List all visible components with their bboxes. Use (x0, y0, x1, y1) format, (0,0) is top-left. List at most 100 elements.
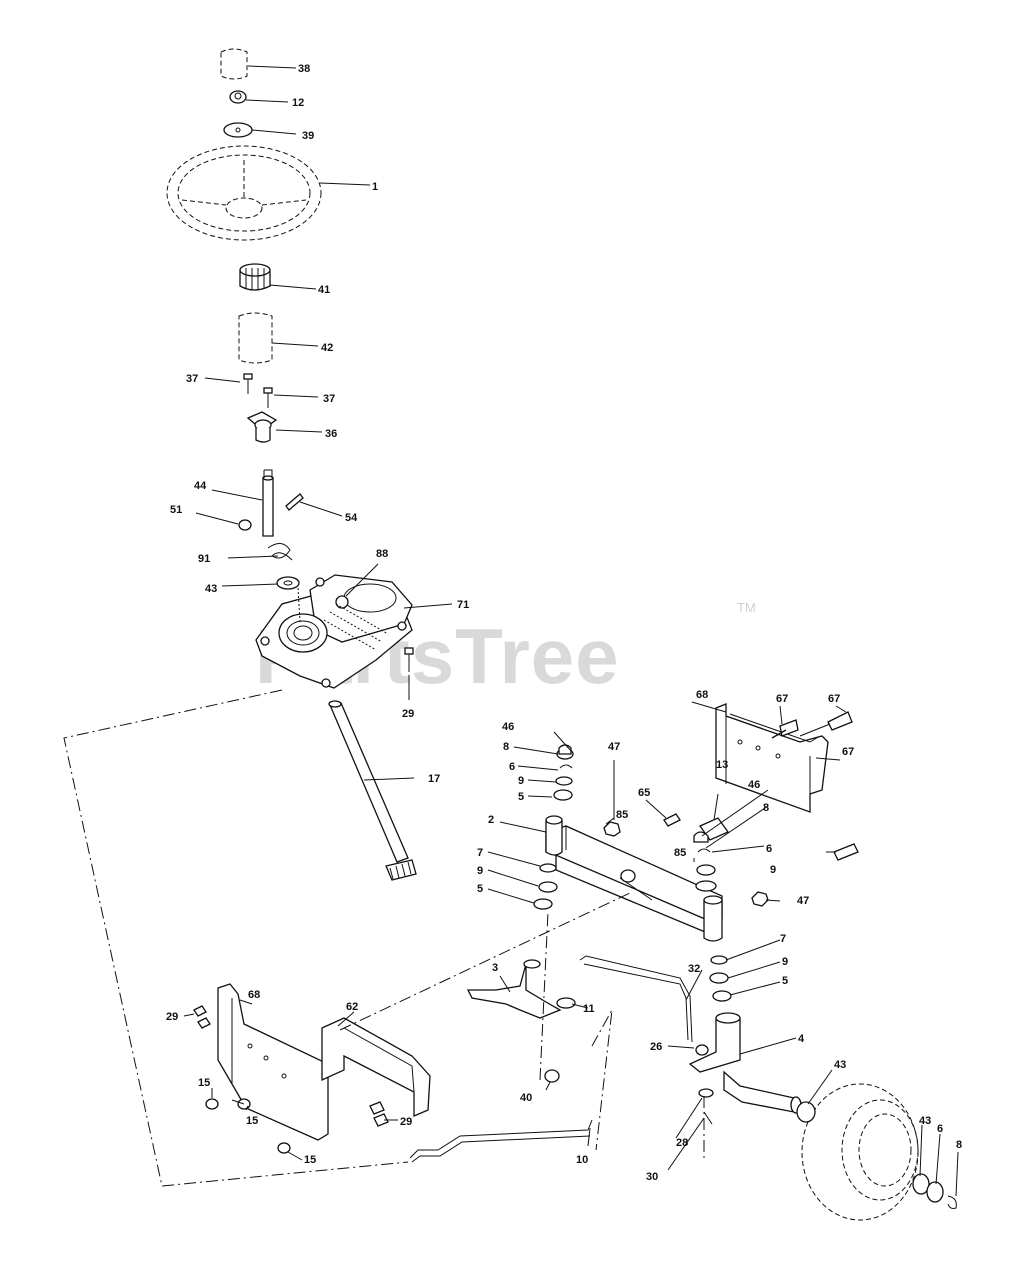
callout-26: 26 (650, 1041, 662, 1053)
part-bracket-left (217, 983, 329, 1141)
callout-8: 8 (956, 1139, 962, 1151)
callout-5: 5 (477, 883, 483, 895)
assembly-phantom-outline (63, 689, 705, 1187)
part-washer (223, 122, 253, 138)
part-brace-62 (321, 1017, 431, 1117)
callout-29: 29 (402, 708, 414, 720)
part-bolt-54 (285, 493, 304, 511)
callout-leader-lines (183, 65, 959, 1197)
callout-5: 5 (518, 791, 524, 803)
callout-15: 15 (246, 1115, 258, 1127)
part-drag-link (328, 700, 417, 881)
callout-38: 38 (298, 63, 310, 75)
part-bracket-right (715, 703, 829, 813)
part-front-wheel (796, 1083, 957, 1221)
callout-3: 3 (492, 962, 498, 974)
part-spindle-left (466, 959, 576, 1019)
callout-7: 7 (780, 933, 786, 945)
callout-91: 91 (198, 553, 210, 565)
callout-65: 65 (638, 787, 650, 799)
callout-47: 47 (797, 895, 809, 907)
callout-1: 1 (372, 181, 378, 193)
callout-5: 5 (782, 975, 788, 987)
watermark-trademark: TM (737, 600, 756, 615)
callout-9: 9 (782, 956, 788, 968)
callout-44: 44 (194, 480, 207, 492)
callout-88: 88 (376, 548, 388, 560)
callout-37: 37 (323, 393, 335, 405)
part-adapter (239, 263, 271, 291)
part-cap (220, 48, 248, 80)
part-bushing (238, 312, 273, 364)
part-bolt-67 (771, 711, 859, 861)
callout-10: 10 (576, 1154, 588, 1166)
part-front-axle (545, 815, 723, 942)
callout-28: 28 (676, 1137, 688, 1149)
part-spindle-right (688, 1012, 802, 1114)
part-washer-28 (698, 1088, 714, 1125)
callout-8: 8 (503, 741, 509, 753)
callout-8: 8 (763, 802, 769, 814)
callout-9: 9 (770, 864, 776, 876)
part-nut (229, 90, 247, 104)
callout-43: 43 (919, 1115, 931, 1127)
callout-71: 71 (457, 599, 469, 611)
callout-67: 67 (828, 693, 840, 705)
part-washer-43 (276, 576, 300, 590)
part-bolt-37 (243, 373, 273, 408)
callout-29: 29 (166, 1011, 178, 1023)
callout-43: 43 (834, 1059, 846, 1071)
callout-39: 39 (302, 130, 314, 142)
callout-85: 85 (674, 847, 686, 859)
callout-42: 42 (321, 342, 333, 354)
callout-9: 9 (518, 775, 524, 787)
callout-47: 47 (608, 741, 620, 753)
callout-68: 68 (696, 689, 708, 701)
part-pin (663, 813, 681, 827)
part-steering-wheel (166, 145, 322, 241)
callout-54: 54 (345, 512, 358, 524)
callout-40: 40 (520, 1092, 532, 1104)
part-nut-51 (238, 519, 252, 531)
callout-41: 41 (318, 284, 330, 296)
callout-46: 46 (748, 779, 760, 791)
callout-6: 6 (509, 761, 515, 773)
callout-6: 6 (937, 1123, 943, 1135)
part-nut-47 (603, 821, 769, 907)
part-steering-link-10 (409, 1119, 593, 1163)
part-bolt-29-lower (193, 1005, 389, 1127)
callout-9: 9 (477, 865, 483, 877)
callout-46: 46 (502, 721, 514, 733)
callout-67: 67 (842, 746, 854, 758)
part-bolt-29 (404, 647, 414, 672)
callout-13: 13 (716, 759, 728, 771)
callout-17: 17 (428, 773, 440, 785)
callout-4: 4 (798, 1033, 805, 1045)
callout-12: 12 (292, 97, 304, 109)
callout-6: 6 (766, 843, 772, 855)
callout-67: 67 (776, 693, 788, 705)
part-steering-shaft (262, 469, 274, 537)
callout-36: 36 (325, 428, 337, 440)
part-nut-40 (544, 1069, 560, 1083)
callout-68: 68 (248, 989, 260, 1001)
callout-15: 15 (304, 1154, 316, 1166)
callout-2: 2 (488, 814, 494, 826)
callout-11: 11 (583, 1003, 595, 1015)
callout-37: 37 (186, 373, 198, 385)
callout-15: 15 (198, 1077, 210, 1089)
callout-30: 30 (646, 1171, 658, 1183)
part-tie-rod (579, 955, 693, 1043)
callout-85: 85 (616, 809, 628, 821)
part-spring-clip (267, 543, 293, 561)
callout-29: 29 (400, 1116, 412, 1128)
part-bearing-flange (246, 411, 278, 443)
callout-43: 43 (205, 583, 217, 595)
callout-labels: 38 12 39 1 41 42 37 37 36 44 51 54 91 88… (166, 63, 962, 1183)
callout-51: 51 (170, 504, 182, 516)
callout-62: 62 (346, 1001, 358, 1013)
callout-32: 32 (688, 963, 700, 975)
callout-7: 7 (477, 847, 483, 859)
